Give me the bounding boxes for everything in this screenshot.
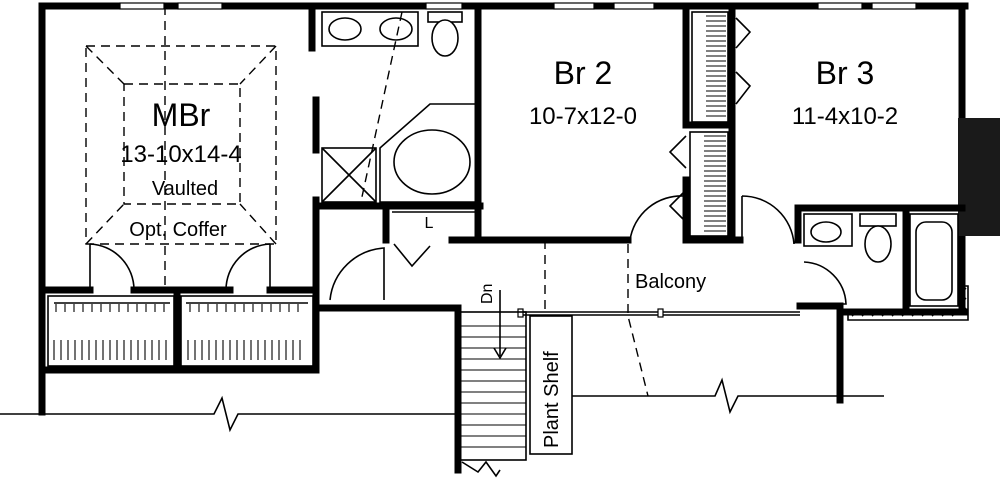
linen-label: L [425,215,434,232]
br3-dimensions: 11-4x10-2 [792,103,898,130]
mbr-dimensions: 13-10x14-4 [120,141,241,168]
mbr-doors [89,243,271,291]
mbr-coffer-option: Opt. Coffer [129,219,227,241]
interior-walls [38,2,966,374]
mbr-closets [47,295,314,367]
master-bath [321,11,477,207]
mbr-vaulted-note: Vaulted [152,178,218,200]
br2-name: Br 2 [554,55,613,91]
br3-closet [691,11,752,123]
linen-area [392,211,476,268]
plant-shelf-label: Plant Shelf [541,351,563,448]
stair-down-label: Dn [479,284,496,304]
break-lines [0,377,884,433]
bedroom-doors [629,195,795,245]
stairs [459,290,527,478]
balcony-label: Balcony [635,271,706,293]
chimney [958,118,1000,236]
br2-closet [668,131,729,237]
br3-name: Br 3 [816,55,875,91]
windows [119,2,917,10]
mbr-name: MBr [152,97,211,133]
mbr-coffer-outline [85,6,277,290]
plant-shelf [529,315,573,455]
balcony-rail [517,240,800,397]
hall-door-mbr [329,247,385,301]
br2-dimensions: 10-7x12-0 [529,103,637,130]
hall-bath [803,213,959,307]
ledge [847,285,969,321]
